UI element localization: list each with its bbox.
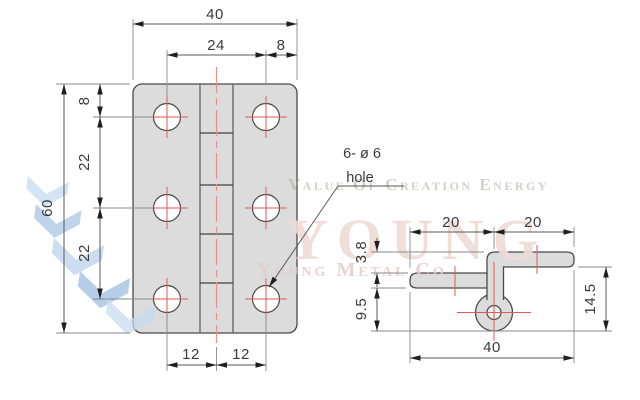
hole-callout-line2: hole xyxy=(346,170,373,186)
dim-hole-edge: 8 xyxy=(277,37,286,54)
front-view xyxy=(132,67,298,343)
left-leaf xyxy=(409,272,492,289)
dim-bottom-right: 12 xyxy=(232,346,250,363)
dim-right-leaf: 20 xyxy=(524,214,542,231)
dim-hole-span: 24 xyxy=(207,37,225,54)
dim-leaf-to-base: 9.5 xyxy=(353,298,370,320)
side-view xyxy=(409,245,575,341)
dim-hole-pitch-lower: 22 xyxy=(76,244,93,262)
side-view-centerlines xyxy=(454,245,538,341)
hinge-plate xyxy=(132,83,298,334)
side-view-dimensions: 20 20 3.8 9.5 14.5 40 xyxy=(353,214,612,363)
dim-overall-height: 60 xyxy=(39,199,56,217)
dim-hole-pitch-upper: 22 xyxy=(76,153,93,171)
dim-offset: 3.8 xyxy=(353,241,370,263)
watermark-tagline: Value Of Creation Energy xyxy=(288,175,549,194)
dimension-lines xyxy=(61,21,297,368)
extension-lines xyxy=(56,19,298,371)
dim-side-overall-width: 40 xyxy=(483,339,501,356)
dim-overall-width: 40 xyxy=(206,6,224,23)
hole-centerline-crosses xyxy=(146,96,287,320)
watermark-company: Young Metal Co xyxy=(257,259,447,281)
right-leaf xyxy=(486,251,575,300)
watermark-brand: YOUNG xyxy=(286,207,547,272)
dim-left-leaf: 20 xyxy=(442,214,460,231)
watermark: Value Of Creation Energy YOUNG Young Met… xyxy=(26,175,549,335)
hole-callout-leader xyxy=(268,185,404,288)
dim-bottom-left: 12 xyxy=(182,346,200,363)
dim-top-to-hole: 8 xyxy=(76,97,93,106)
dimension-lines xyxy=(374,229,609,361)
dim-total-height: 14.5 xyxy=(582,283,599,314)
front-view-dimensions: 40 24 8 60 8 22 22 12 12 6- ø 6 hole xyxy=(39,6,404,371)
hole-callout-line1: 6- ø 6 xyxy=(343,146,381,162)
